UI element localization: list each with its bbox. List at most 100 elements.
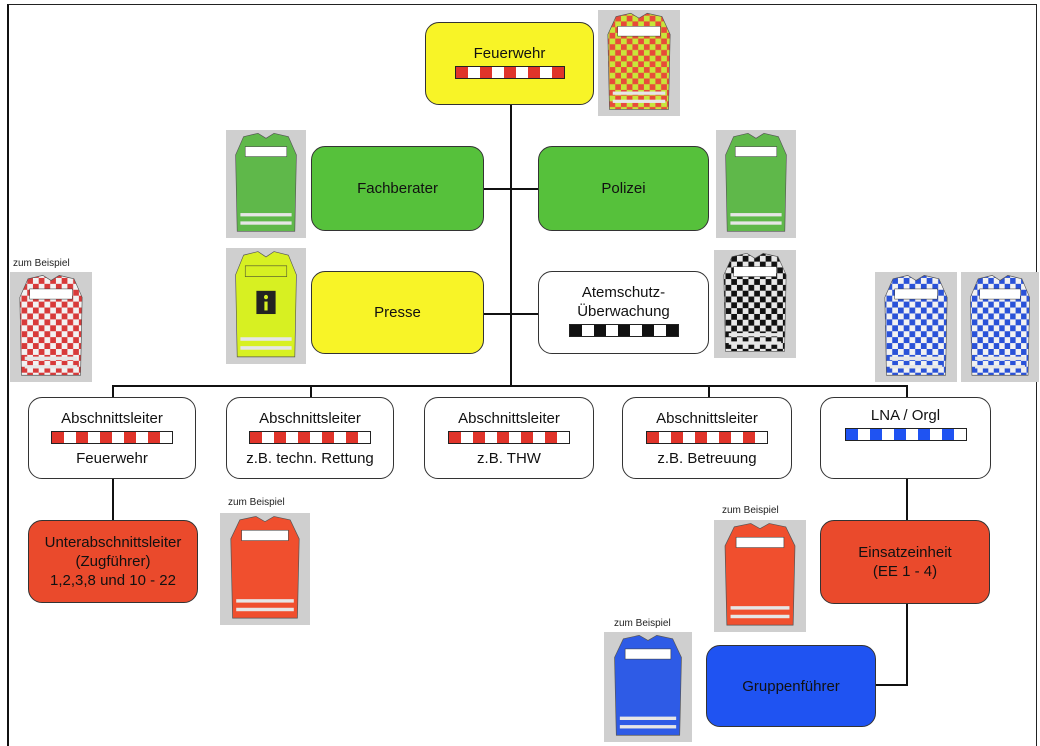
stripe-square [124,431,136,443]
stripe-square [665,325,678,336]
feuerwehr-leader-box: Feuerwehr [425,22,594,105]
polizei-label: Polizei [601,180,646,197]
stripe-square [298,431,310,443]
unterabschnitt-box: Unterabschnittsleiter (Zugführer) 1,2,3,… [28,520,198,603]
section-box-betreuung: Abschnittsleiter z.B. Betreuung [622,397,792,479]
stripe-square [521,431,533,443]
stripe-square [953,429,966,440]
stripe-square [509,431,521,443]
feuerwehr-leader-label: Feuerwehr [473,44,546,62]
stripe-square [557,431,569,443]
vest-photo-atemschutz [714,250,796,358]
vest-photo-polizei [716,130,796,238]
stripe-square [647,431,659,443]
stripe-square [274,431,286,443]
unterabschnitt-line3: 1,2,3,8 und 10 - 22 [50,572,176,589]
blue-white-stripe [844,428,967,441]
stripe-square [593,325,606,336]
stripe-square [695,431,707,443]
red-white-stripe [448,430,570,444]
stripe-square [545,431,557,443]
section-box-feuerwehr: Abschnittsleiter Feuerwehr [28,397,196,479]
stripe-square [905,429,918,440]
stripe-square [551,66,564,78]
connector-drop-1 [112,385,114,397]
section-box-lna-orgl: LNA / Orgl [820,397,991,479]
einsatzeinheit-line2: (EE 1 - 4) [872,563,938,580]
red-white-stripe [646,430,768,444]
section-title: Abschnittsleiter [656,409,758,427]
gruppenfuehrer-label: Gruppenführer [742,677,840,695]
stripe-square [503,66,516,78]
example-caption: zum Beispiel [13,258,70,269]
connector-drop-2 [310,385,312,397]
vest-photo-example-feuerwehr [10,272,92,382]
presse-label: Presse [374,304,421,321]
stripe-square [449,431,461,443]
stripe-square [455,66,468,78]
stripe-square [857,429,870,440]
vest-photo-lna [875,272,957,382]
stripe-square [731,431,743,443]
section-title: Abschnittsleiter [61,409,163,427]
stripe-square [485,431,497,443]
stripe-square [100,431,112,443]
stripe-square [461,431,473,443]
stripe-square [76,431,88,443]
stripe-square [310,431,322,443]
section-subtitle: Feuerwehr [76,449,148,467]
stripe-square [683,431,695,443]
stripe-square [346,431,358,443]
stripe-square [136,431,148,443]
section-box-thw: Abschnittsleiter z.B. THW [424,397,594,479]
stripe-square [941,429,954,440]
red-white-stripe [454,65,565,79]
vest-graphic [961,272,1039,382]
black-white-stripe [568,324,679,337]
stripe-square [659,431,671,443]
vest-photo-orgl [961,272,1039,382]
vest-graphic [714,520,806,632]
section-title: LNA / Orgl [870,407,941,424]
example-caption: zum Beispiel [722,505,779,516]
unterabschnitt-line2: (Zugführer) [75,553,151,570]
section-title: Abschnittsleiter [458,409,560,427]
connector-trunk [510,104,512,386]
stripe-square [64,431,76,443]
stripe-square [88,431,100,443]
stripe-square [893,429,906,440]
stripe-square [917,429,930,440]
vest-photo-presse [226,248,306,364]
stripe-square [743,431,755,443]
stripe-square [869,429,882,440]
stripe-square [671,431,683,443]
vest-graphic [226,248,306,364]
gruppenfuehrer-box: Gruppenführer [706,645,876,727]
vest-graphic [714,250,796,358]
vest-photo-feuerwehr-leader [598,10,680,116]
vest-graphic [598,10,680,116]
einsatzeinheit-box: Einsatzeinheit (EE 1 - 4) [820,520,990,604]
stripe-square [250,431,262,443]
connector-gruppenfuehrer [874,684,908,686]
vest-photo-example-gruppenfuehrer [604,632,692,742]
connector-drop-4 [708,385,710,397]
stripe-square [160,431,172,443]
vest-graphic [875,272,957,382]
red-white-stripe [51,430,173,444]
stripe-square [581,325,594,336]
stripe-square [52,431,64,443]
stripe-square [491,66,504,78]
stripe-square [533,431,545,443]
vest-photo-example-einsatzeinheit [714,520,806,632]
polizei-box: Polizei [538,146,709,231]
vest-graphic [220,513,310,625]
vest-graphic [604,632,692,742]
vest-graphic [716,130,796,238]
stripe-square [617,325,630,336]
stripe-square [707,431,719,443]
stripe-square [473,431,485,443]
atemschutz-label-line1: Atemschutz- [581,284,666,301]
section-subtitle: z.B. techn. Rettung [246,449,374,467]
stripe-square [334,431,346,443]
